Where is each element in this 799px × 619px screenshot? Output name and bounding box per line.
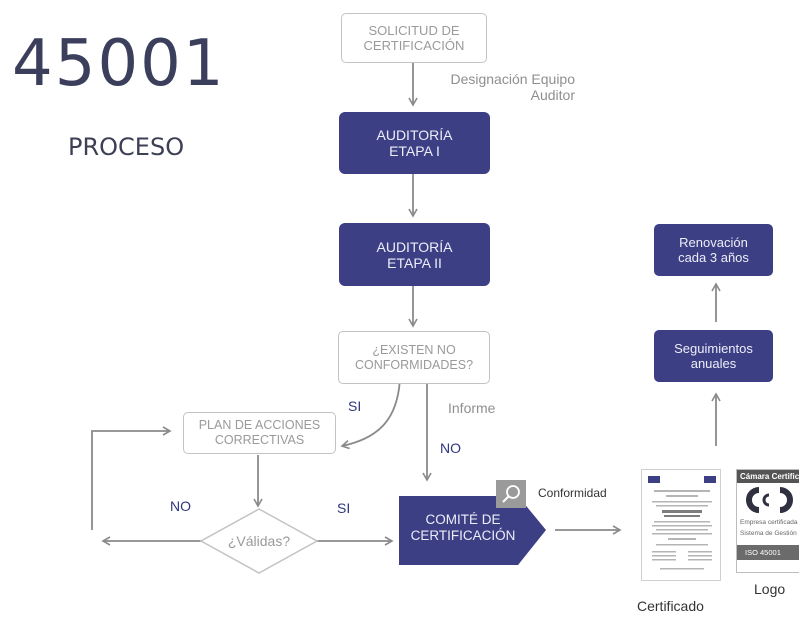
- label-si-2: SI: [337, 500, 351, 516]
- label-conformidad: Conformidad: [538, 486, 607, 500]
- label-si-1: SI: [348, 398, 362, 414]
- decision-diamond: [199, 508, 319, 574]
- logo-image: Cámara Certific Empresa certificada Sist…: [736, 469, 799, 573]
- comite-shape: [399, 496, 546, 565]
- node-auditoria-etapa2: AUDITORÍA ETAPA II: [339, 223, 490, 286]
- si-curve-arrow: [340, 377, 401, 450]
- label-no-1: NO: [440, 440, 461, 456]
- logo-badge: ISO 45001: [737, 545, 799, 560]
- node-seguimientos: Seguimientos anuales: [654, 330, 773, 382]
- label-no-2: NO: [170, 498, 191, 514]
- node-solicitud: SOLICITUD DE CERTIFICACIÓN: [341, 13, 487, 63]
- logo-line1: Empresa certificada: [740, 519, 798, 526]
- logo-mark-icon: [746, 487, 793, 513]
- loop-back-arrow: [91, 426, 172, 530]
- node-auditoria-etapa1: AUDITORÍA ETAPA I: [339, 112, 490, 174]
- label-designacion: Designación Equipo Auditor: [450, 71, 575, 103]
- node-renovacion: Renovación cada 3 años: [654, 224, 773, 276]
- logo-line2: Sistema de Gestión: [740, 530, 797, 537]
- node-existen-no-conformidades: ¿EXISTEN NO CONFORMIDADES?: [338, 331, 490, 384]
- node-plan-acciones: PLAN DE ACCIONES CORRECTIVAS: [183, 412, 336, 454]
- title-number: 45001: [12, 27, 226, 101]
- logo-header: Cámara Certific: [737, 470, 799, 483]
- node-comite: COMITÉ DE CERTIFICACIÓN: [410, 512, 516, 543]
- certificate-image: [641, 469, 721, 581]
- label-certificado: Certificado: [637, 598, 704, 614]
- title-subtitle: PROCESO: [68, 133, 185, 161]
- label-informe: Informe: [448, 400, 496, 416]
- search-icon: [496, 480, 526, 508]
- node-validas: ¿Válidas?: [227, 533, 291, 549]
- label-logo: Logo: [754, 581, 786, 597]
